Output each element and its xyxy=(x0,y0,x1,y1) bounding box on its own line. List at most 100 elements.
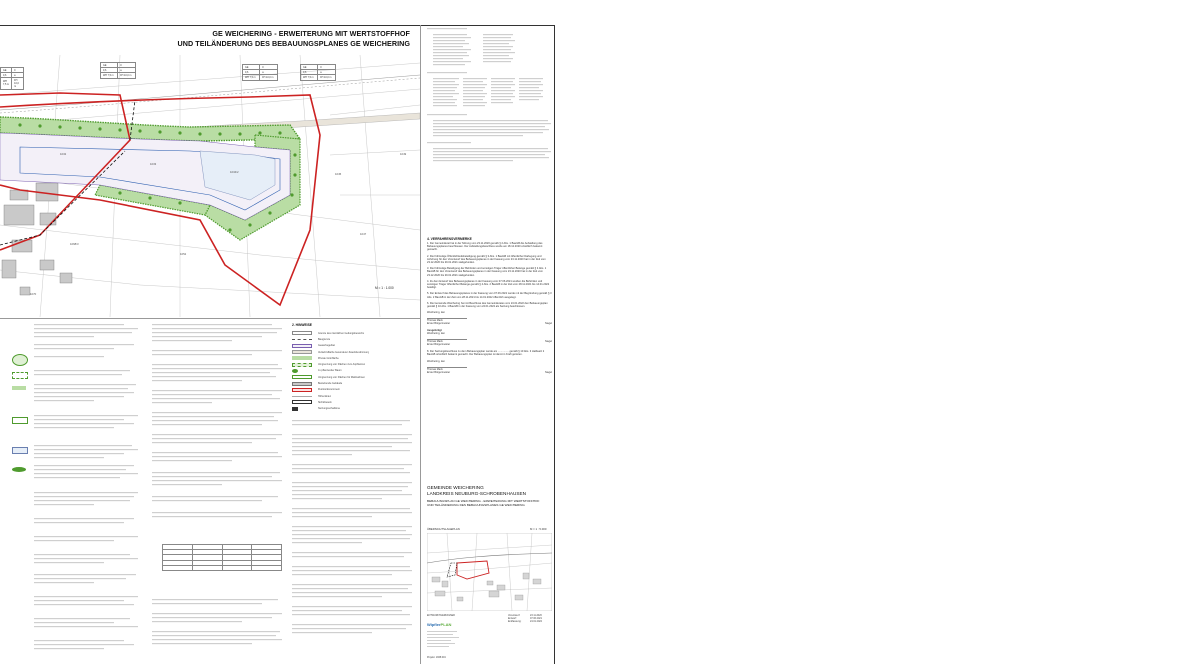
parcel-labels: 1032 1033 1034/2 1045 1047 1052 1068/3 1070 10… xyxy=(30,152,407,296)
green-planting-south xyxy=(94,184,211,216)
signer-name: Thomas Mack xyxy=(427,319,443,323)
plan-title-line2: UND TEILÄNDERUNG DES BEBAUUNGSPLANES GE … xyxy=(177,39,410,48)
verfahren-item: 2. Die frühzeitige Öffentlichkeitsbeteil… xyxy=(427,254,546,265)
signature-place: Weichering, den xyxy=(427,332,446,336)
legend-row: Sichtdreieck xyxy=(292,399,418,405)
legend-row: Verkehrsfläche besonderer Zweckbestimmun… xyxy=(292,349,418,355)
svg-text:1032: 1032 xyxy=(60,152,67,156)
verfahren-item: 1. Der Gemeinderat hat in der Sitzung vo… xyxy=(427,242,543,252)
legend-row: Flurstücksnummern xyxy=(292,387,418,393)
signature-block-1: Weichering, den Thomas Mack Erster Bürge… xyxy=(427,311,552,325)
map-bottom-line xyxy=(0,318,420,319)
municipality-name: GEMEINDE WEICHERING xyxy=(427,485,484,490)
plan-title-line1: GE WEICHERING - ERWEITERUNG MIT WERTSTOF… xyxy=(212,29,410,38)
frame-divider-line xyxy=(420,25,421,664)
legend-list: Grenze des räumlichen Geltungsbereichs B… xyxy=(292,330,418,412)
plan-description-line1: BEBAUUNGSPLAN GE WEICHERING - ERWEITERUN… xyxy=(427,499,540,504)
overview-map xyxy=(427,533,552,611)
legend-row: Gewerbegebiet xyxy=(292,343,418,349)
tree2-legend-symbol xyxy=(12,467,26,472)
svg-text:1052: 1052 xyxy=(180,252,187,256)
signature-place: Weichering, den xyxy=(427,311,446,315)
svg-text:1068/3: 1068/3 xyxy=(70,242,79,246)
legend-row: Umgrenzung von Flächen zum Anpflanzen xyxy=(292,361,418,367)
seal-label: Siegel xyxy=(545,370,552,374)
maßnahmen-legend-symbol xyxy=(12,417,28,424)
verfahren-item: 4. Zu dem Entwurf des Bebauungsplanes in… xyxy=(427,279,550,290)
text-lines-col1 xyxy=(34,324,138,650)
overview-label: ÜBERSICHTSLAGEPLAN xyxy=(427,527,460,531)
signature-line xyxy=(427,318,467,320)
signer-name: Thomas Mack xyxy=(427,367,443,371)
hinweise-column: 2. HINWEISE Grenze des räumlichen Geltun… xyxy=(292,322,418,662)
boundary-red-main xyxy=(0,94,321,307)
overview-scale: M = 1 : 5.000 xyxy=(530,527,547,531)
firm-logo: WipflerPLAN xyxy=(427,622,451,627)
legend-row: Baugrenze xyxy=(292,336,418,342)
signer-name: Thomas Mack xyxy=(427,340,443,344)
festsetzungen-text xyxy=(34,322,146,662)
text-lines-col2b xyxy=(152,599,282,645)
verfahren-item: 8. Der Satzungsbeschluss zu dem Bebauung… xyxy=(427,350,545,357)
plan-description-line2: UND TEILÄNDERUNG DES BEBAUUNGSPLANES GE … xyxy=(427,503,525,508)
legend-row: zu pflanzender Baum xyxy=(292,368,418,374)
date-row: Vorentwurf:23.11.2020 xyxy=(508,614,542,617)
text-lines-col3 xyxy=(292,419,412,634)
textliche-festsetzungen-column xyxy=(152,322,287,662)
green-legend-symbol xyxy=(12,386,26,390)
emission-table xyxy=(162,543,282,571)
legend-row: Nutzungsschablone xyxy=(292,406,418,412)
festsetzungen-column xyxy=(0,322,150,662)
svg-text:1045: 1045 xyxy=(335,172,342,176)
legend-row: Höhenlinien xyxy=(292,393,418,399)
ausgefertigt-block: Ausgefertigt Weichering, den Thomas Mack… xyxy=(427,329,552,346)
signature-block-3: Weichering, den Thomas Mack Erster Bürge… xyxy=(427,360,552,374)
tree-symbols xyxy=(18,123,297,232)
firm-logo-a: Wipfler xyxy=(427,622,441,627)
green-planting-band xyxy=(0,116,302,142)
entwurfsverfasser-label: ENTWURFSVERFASSER xyxy=(427,614,455,617)
legend-row: Bestehende Gebäude xyxy=(292,380,418,386)
firm-logo-b: PLAN xyxy=(440,622,452,627)
svg-text:1047: 1047 xyxy=(360,232,367,236)
verfahrensvermerke: 4. VERFAHRENSVERMERKE 1. Der Gemeinderat… xyxy=(427,236,552,476)
wertstoff-legend-symbol xyxy=(12,447,28,454)
frame-top-line xyxy=(0,25,555,26)
signer-role: Erster Bürgermeister xyxy=(427,343,451,347)
plan-title: GE WEICHERING - ERWEITERUNG MIT WERTSTOF… xyxy=(170,29,410,49)
pflanzliste-column xyxy=(427,26,552,231)
text-lines-right-top xyxy=(427,28,551,162)
firm-address-lines xyxy=(427,631,459,647)
svg-text:1034/2: 1034/2 xyxy=(230,170,239,174)
date-block: Vorentwurf:23.11.2020 Entwurf:07.06.2021… xyxy=(508,614,542,623)
district-name: LANDKREIS NEUBURG-SCHROBENHAUSEN xyxy=(427,490,526,496)
frame-right-line xyxy=(554,25,555,664)
legend-row: Grenze des räumlichen Geltungsbereichs xyxy=(292,330,418,336)
signature-place: Weichering, den xyxy=(427,359,446,363)
hinweise-title: 2. HINWEISE xyxy=(292,323,312,327)
date-row: Entwurf:07.06.2021 xyxy=(508,617,542,620)
title-box: GEMEINDE WEICHERING LANDKREIS NEUBURG-SC… xyxy=(427,485,549,508)
legend-row: Umgrenzung von Flächen für Maßnahmen xyxy=(292,374,418,380)
site-plan-map: 1032 1033 1034/2 1045 1047 1052 1068/3 1070 10… xyxy=(0,55,420,317)
boundary-dashed-black xyxy=(0,99,136,246)
verfahren-title: 4. VERFAHRENSVERMERKE xyxy=(427,237,472,241)
verfahren-item: 3. Die frühzeitige Beteiligung der Behör… xyxy=(427,267,547,277)
signer-role: Erster Bürgermeister xyxy=(427,322,451,326)
tree-legend-symbol xyxy=(12,354,28,366)
map-scale: M = 1 : 1.000 xyxy=(375,286,394,290)
wertstoffhof-area xyxy=(199,150,276,201)
signature-line xyxy=(427,339,467,341)
svg-text:1070: 1070 xyxy=(30,292,37,296)
project-number: Projekt: 1938.019 xyxy=(427,656,446,659)
boundary-red-west xyxy=(0,92,131,251)
ausgefertigt-label: Ausgefertigt xyxy=(427,329,442,333)
planting-legend-symbol xyxy=(12,372,28,379)
svg-text:1049: 1049 xyxy=(400,152,407,156)
svg-text:1033: 1033 xyxy=(150,162,157,166)
